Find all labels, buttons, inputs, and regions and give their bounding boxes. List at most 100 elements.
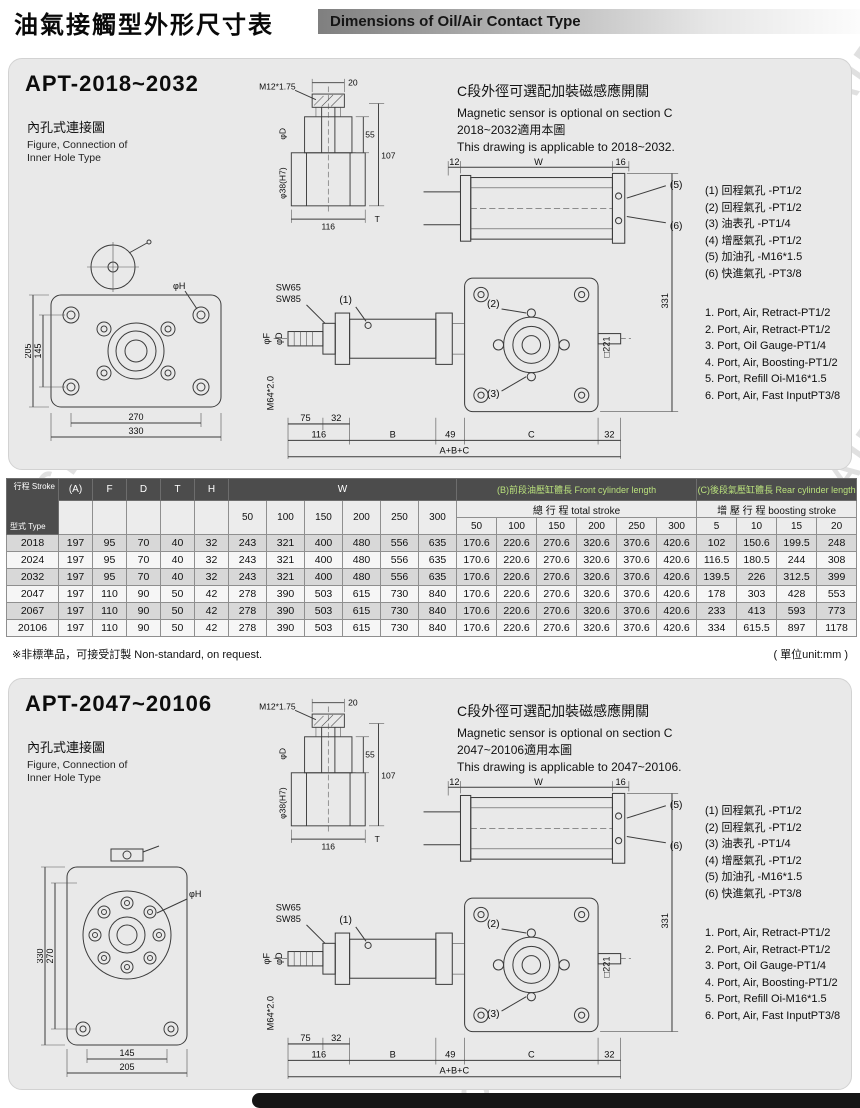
value-cell: 170.6 (456, 551, 498, 569)
dim-label: 270 (45, 948, 55, 963)
dim-label: SW65 (276, 902, 301, 912)
port-item: (1) 回程氣孔 -PT1/2 (705, 805, 802, 817)
b-sub-header: 200 (576, 517, 618, 535)
inner-hole-detail-drawing: M12*1.75 20 φD φ38(H7) 55 107 116 T (259, 78, 396, 232)
col-header-a: (A) (58, 478, 93, 501)
port-item: (1) 回程氣孔 -PT1/2 (705, 185, 802, 197)
figure-caption-zh: 內孔式連接圖 (27, 740, 106, 755)
value-cell: 420.6 (656, 551, 698, 569)
port-item: 5. Port, Refill Oi-M16*1.5 (705, 373, 827, 385)
empty-header-cell (194, 500, 229, 535)
port-item: 2. Port, Air, Retract-PT1/2 (705, 943, 831, 956)
value-cell: 40 (160, 568, 195, 586)
value-cell: 110 (92, 602, 127, 620)
dim-label: 16 (616, 777, 626, 787)
value-cell: 420.6 (656, 585, 698, 603)
value-cell: 320.6 (576, 568, 618, 586)
dim-label: 32 (331, 413, 341, 423)
value-cell: 320.6 (576, 534, 618, 552)
value-cell: 243 (228, 551, 267, 569)
value-cell: 150.6 (736, 534, 778, 552)
page-title-en: Dimensions of Oil/Air Contact Type (330, 13, 581, 30)
dim-label: φH (173, 281, 185, 291)
figure-caption: 內孔式連接圖 Figure, Connection of Inner Hole … (27, 117, 127, 165)
flange-front-view: φH 330 270 145 205 (37, 845, 201, 1077)
value-cell: 390 (266, 602, 305, 620)
w-sub-header: 150 (304, 500, 343, 535)
dim-label: M12*1.75 (259, 701, 296, 711)
dim-label: 32 (604, 429, 614, 439)
port-item: 4. Port, Air, Boosting-PT1/2 (705, 976, 838, 989)
dim-label: M64*2.0 (266, 376, 276, 410)
dim-label: 32 (604, 1049, 614, 1059)
empty-header-cell (126, 500, 161, 535)
value-cell: 370.6 (616, 534, 658, 552)
total-stroke-header: 總 行 程 total stroke (456, 500, 698, 518)
value-cell: 278 (228, 602, 267, 620)
dim-label: 107 (381, 770, 395, 780)
type-cell: 2024 (6, 551, 59, 569)
value-cell: 95 (92, 534, 127, 552)
value-cell: 635 (417, 534, 458, 552)
dim-label: 205 (25, 343, 33, 358)
value-cell: 42 (194, 585, 229, 603)
callout-label: (2) (487, 299, 500, 310)
value-cell: 556 (380, 568, 419, 586)
callout-label: (1) (339, 915, 352, 926)
dim-label: 116 (321, 842, 335, 852)
dim-label: 116 (321, 222, 335, 232)
dim-label: □221 (601, 336, 611, 357)
value-cell: 370.6 (616, 619, 658, 637)
detail-lines (290, 698, 385, 843)
assembly-drawing: 12 W 16 (5) (6) 331 □221 (2) (3) SW65 SW… (262, 777, 683, 1079)
callout-label: (6) (670, 841, 683, 852)
port-item: 1. Port, Air, Retract-PT1/2 (705, 307, 831, 319)
flange-lines (29, 239, 222, 441)
value-cell: 90 (126, 585, 161, 603)
value-cell: 320.6 (576, 585, 618, 603)
port-item: (5) 加油孔 -M16*1.5 (705, 251, 803, 263)
apply-note-zh: 2018~2032適用本圖 (457, 123, 566, 137)
value-cell: 413 (736, 602, 778, 620)
value-cell: 42 (194, 602, 229, 620)
figure-caption-en: Inner Hole Type (27, 152, 101, 164)
value-cell: 178 (696, 585, 738, 603)
value-cell: 615.5 (736, 619, 778, 637)
value-cell: 390 (266, 585, 305, 603)
sensor-note: C段外徑可選配加裝磁感應開關 Magnetic sensor is option… (457, 81, 675, 156)
value-cell: 170.6 (456, 568, 498, 586)
type-cell: 2032 (6, 568, 59, 586)
value-cell: 170.6 (456, 534, 498, 552)
inner-hole-detail-drawing: M12*1.75 20 φD φ38(H7) 55 107 116 T (259, 698, 396, 852)
value-cell: 420.6 (656, 534, 698, 552)
value-cell: 1178 (816, 619, 858, 637)
value-cell: 400 (304, 534, 343, 552)
dim-label: 330 (128, 426, 143, 436)
value-cell: 70 (126, 551, 161, 569)
value-cell: 321 (266, 568, 305, 586)
value-cell: 197 (58, 619, 93, 637)
b-sub-header: 300 (656, 517, 698, 535)
dim-label: 205 (119, 1062, 134, 1072)
value-cell: 428 (776, 585, 818, 603)
value-cell: 308 (816, 551, 858, 569)
value-cell: 110 (92, 585, 127, 603)
dim-label: 107 (381, 150, 395, 160)
dim-label: C (528, 429, 535, 439)
value-cell: 420.6 (656, 568, 698, 586)
value-cell: 303 (736, 585, 778, 603)
value-cell: 270.6 (536, 568, 578, 586)
port-item: 3. Port, Oil Gauge-PT1/4 (705, 960, 827, 972)
dim-label: φD (278, 128, 288, 140)
section-apt2047-20106: APT-2047~20106 內孔式連接圖 Figure, Connection… (8, 678, 852, 1090)
dim-label: 12 (449, 777, 459, 787)
value-cell: 40 (160, 534, 195, 552)
value-cell: 32 (194, 568, 229, 586)
type-cell: 2018 (6, 534, 59, 552)
dim-label: SW85 (276, 914, 301, 924)
value-cell: 233 (696, 602, 738, 620)
dimension-table: 行程 Stroke 型式 Type (A) F D T H W (B)前段油壓缸… (6, 478, 858, 637)
value-cell: 170.6 (456, 585, 498, 603)
